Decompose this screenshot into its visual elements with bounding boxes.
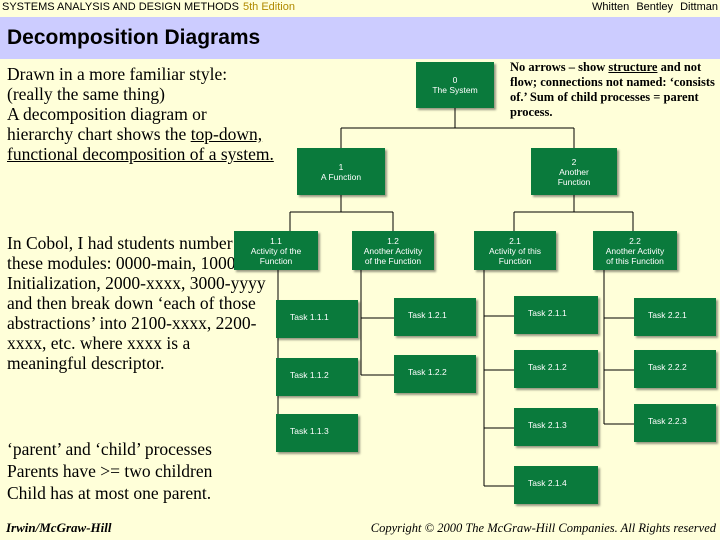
rules-line-1: ‘parent’ and ‘child’ processes [7,439,212,459]
node-0-system: 0 The System [416,62,494,108]
node-1-1: 1.1 Activity of the Function [234,231,318,270]
task-2-2-1: Task 2.2.1 [634,298,716,336]
node-2-2: 2.2 Another Activity of this Function [593,231,677,270]
edition: 5th Edition [242,1,295,13]
paragraph-intro: Drawn in a more familiar style: (really … [7,64,277,164]
rules-line-2: Parents have >= two children [7,461,213,481]
task-2-1-4: Task 2.1.4 [514,466,598,504]
task-2-1-2: Task 2.1.2 [514,350,598,388]
task-2-2-2: Task 2.2.2 [634,350,716,388]
node-1-2: 1.2 Another Activity of the Function [352,231,434,270]
underlined-phrase: top-down, functional decomposition of a … [7,124,274,164]
task-2-1-1: Task 2.1.1 [514,296,598,334]
paragraph-cobol: In Cobol, I had students number these mo… [7,233,266,373]
intro-line-1: Drawn in a more familiar style: (really … [7,64,228,104]
side-note: No arrows – show structure and not flow;… [510,60,715,119]
publisher: Irwin/McGraw-Hill [6,520,112,535]
task-1-1-1: Task 1.1.1 [276,300,358,338]
rules-line-3: Child has at most one parent. [7,483,212,503]
node-2-1: 2.1 Activity of this Function [474,231,556,270]
title-bar: Decomposition Diagrams [0,17,720,59]
copyright: Copyright © 2000 The McGraw-Hill Compani… [370,521,716,535]
authors: Whitten Bentley Dittman [592,1,718,13]
node-2-function: 2 Another Function [531,148,617,195]
slide-title: Decomposition Diagrams [7,26,261,49]
task-1-1-3: Task 1.1.3 [276,414,358,452]
intro-line-2: A decomposition diagram or hierarchy cha… [7,104,274,164]
task-1-2-2: Task 1.2.2 [394,355,476,393]
note-underlined: structure [608,60,658,74]
task-1-1-2: Task 1.1.2 [276,358,358,396]
task-2-1-3: Task 2.1.3 [514,408,598,446]
node-1-function: 1 A Function [297,148,385,195]
task-2-2-3: Task 2.2.3 [634,404,716,442]
task-1-2-1: Task 1.2.1 [394,298,476,336]
paragraph-rules: ‘parent’ and ‘child’ processes Parents h… [7,438,269,504]
